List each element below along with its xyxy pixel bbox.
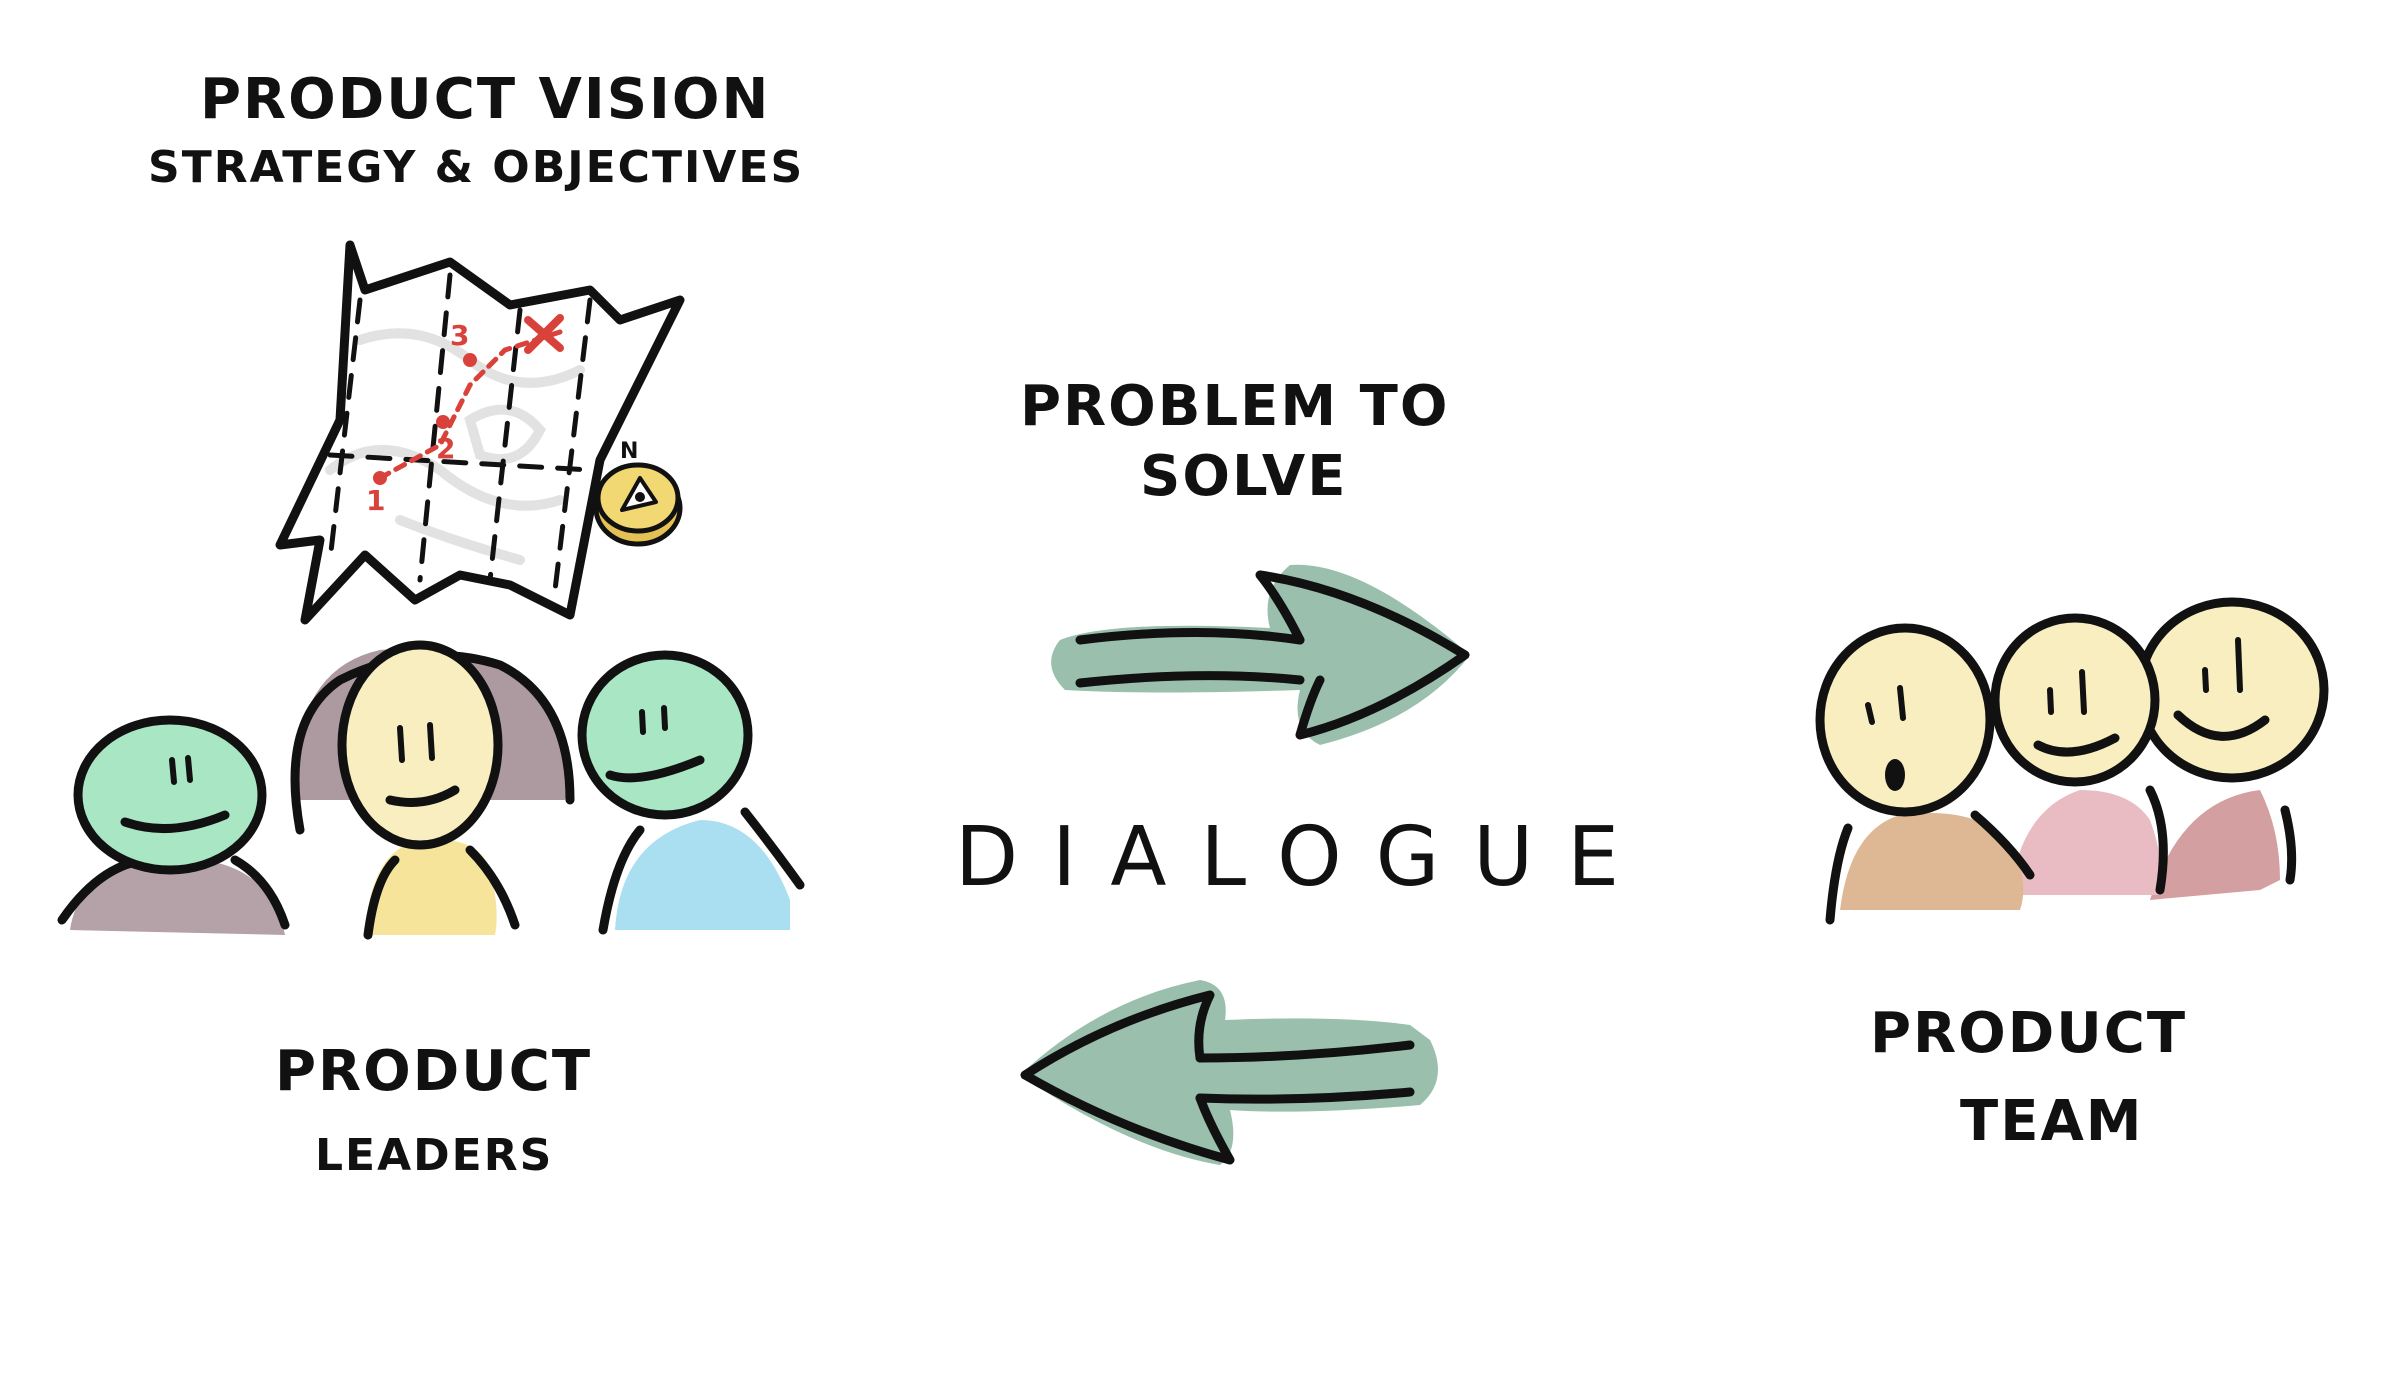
problem-caption: PROBLEM TO SOLVE: [1020, 374, 1449, 509]
vision-title: PRODUCT VISION: [200, 67, 770, 132]
team-caption: PRODUCT TEAM: [1870, 1001, 2187, 1154]
destination-x-icon: [524, 314, 564, 354]
compass-icon: N: [593, 439, 683, 547]
leaders-subtitle: LEADERS: [315, 1130, 553, 1181]
vision-subtitle: STRATEGY & OBJECTIVES: [148, 142, 804, 193]
team-title: PRODUCT: [1870, 1001, 2187, 1066]
team-subtitle: TEAM: [1960, 1089, 2144, 1154]
leaders-group: [57, 640, 805, 940]
arrow-left-icon: [1020, 980, 1438, 1165]
waypoint-3: [463, 353, 477, 367]
waypoint-1: [373, 471, 387, 485]
arrow-right-icon: [1051, 564, 1470, 745]
waypoint-2: [436, 415, 450, 429]
team-group: [1815, 597, 2329, 925]
compass-north-label: N: [620, 439, 638, 464]
problem-title: PROBLEM TO: [1020, 374, 1449, 439]
vision-caption: PRODUCT VISION STRATEGY & OBJECTIVES: [148, 67, 804, 193]
waypoint-label-1: 1: [366, 484, 385, 517]
waypoint-label-2: 2: [436, 432, 455, 465]
map-icon: 1 2 3: [275, 240, 685, 625]
dialogue-label: DIALOGUE: [955, 810, 1653, 905]
leaders-title: PRODUCT: [275, 1039, 592, 1104]
problem-subtitle: SOLVE: [1140, 444, 1348, 509]
waypoint-label-3: 3: [450, 319, 469, 352]
leaders-caption: PRODUCT LEADERS: [275, 1039, 592, 1181]
dialogue-caption: DIALOGUE: [955, 810, 1653, 905]
